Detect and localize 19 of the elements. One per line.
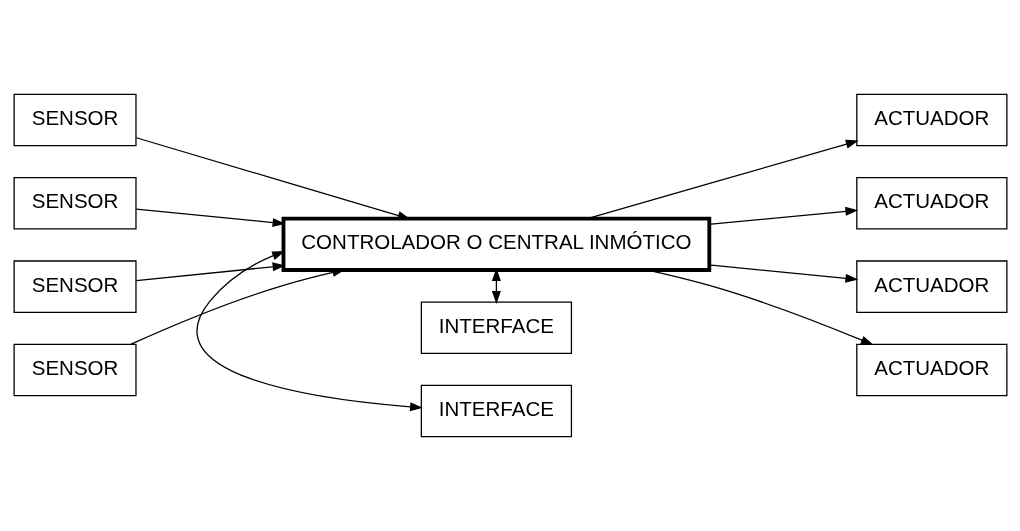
node-box: INTERFACE — [420, 384, 572, 438]
node-box: ACTUADOR — [855, 343, 1007, 397]
node-box: CONTROLADOR O CENTRAL INMÓTICO — [281, 216, 711, 272]
arrow — [646, 269, 874, 346]
node-box: INTERFACE — [420, 301, 572, 354]
node-box: ACTUADOR — [855, 177, 1007, 230]
node-box: SENSOR — [13, 343, 137, 397]
node-box: ACTUADOR — [855, 260, 1007, 313]
node-box: ACTUADOR — [855, 93, 1007, 147]
node-box: SENSOR — [13, 177, 137, 230]
arrow — [135, 262, 285, 282]
arrow — [135, 137, 410, 220]
node-box: SENSOR — [13, 260, 137, 313]
arrow — [708, 206, 858, 225]
arrow — [708, 264, 858, 283]
node-box: SENSOR — [13, 93, 137, 147]
arrow — [135, 208, 285, 227]
arrow — [586, 139, 859, 220]
arrow — [195, 251, 423, 412]
